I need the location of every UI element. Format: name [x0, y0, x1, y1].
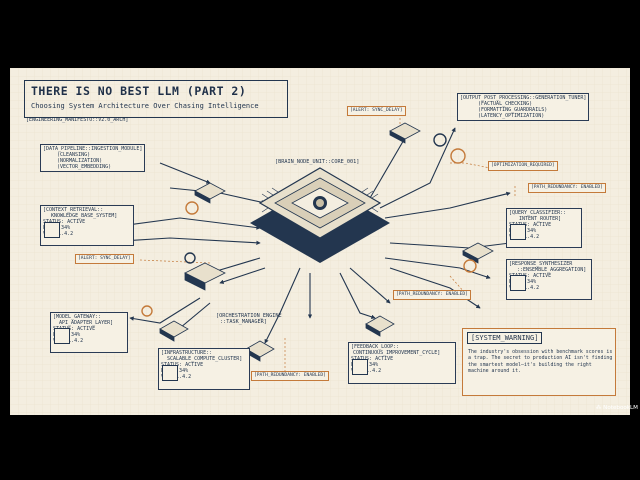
model-gateway-name-2: API_ADAPTER_LAYER]	[59, 320, 114, 326]
alert-path-right: [PATH_REDUNDANCY: ENABLED]	[528, 183, 606, 193]
data-pipeline-item: (VECTOR_EMBEDDING)	[57, 164, 112, 170]
database-icon	[510, 275, 526, 291]
context-retrieval-module: [CONTEXT_RETRIEVAL:: KNOWLEDGE_BASE_SYST…	[40, 205, 134, 246]
title-box: THERE IS NO BEST LLM (PART 2) Choosing S…	[24, 80, 288, 118]
server-icon	[54, 328, 70, 344]
network-icon	[510, 224, 526, 240]
context-retrieval-name-2: KNOWLEDGE_BASE_SYSTEM]	[51, 213, 118, 219]
sparkle-icon: ⁂	[595, 405, 602, 411]
output-post-module: [OUTPUT_POST_PROCESSING::GENERATION_TUNE…	[457, 93, 590, 121]
refresh-icon	[352, 359, 368, 375]
infrastructure-name-2: SCALABLE_COMPUTE_CLUSTER]	[167, 356, 243, 362]
alert-sync-left: [ALERT: SYNC_DELAY]	[75, 254, 134, 264]
small-chips	[159, 122, 494, 362]
data-pipeline-item: (CLEANSING)	[57, 152, 91, 158]
core-chip	[250, 167, 390, 263]
system-warning-body: The industry's obsession with benchmark …	[468, 349, 613, 374]
orchestration-module: [ORCHESTRATION_ENGINE ::TASK_MANAGER]	[216, 313, 282, 326]
response-synth-module: [RESPONSE_SYNTHESIZER ::ENSEMBLE_AGGREGA…	[506, 259, 592, 300]
alert-sync-top: [ALERT: SYNC_DELAY]	[347, 106, 406, 116]
status-text: STATUS: ACTIVE	[53, 326, 96, 332]
output-post-name: [OUTPUT_POST_PROCESSING::GENERATION_TUNE…	[460, 95, 587, 101]
context-retrieval-name: [CONTEXT_RETRIEVAL::	[43, 207, 104, 213]
manifesto-label: [ENGINEERING_MANIFESTO::V2.0_ARCH]	[26, 117, 129, 123]
gear-icons	[141, 133, 477, 317]
query-classifier-module: [QUERY_CLASSIFIER:: INTENT_ROUTER] STATU…	[506, 208, 582, 248]
response-synth-name-2: ::ENSEMBLE_AGGREGATION]	[517, 267, 587, 273]
status-text: STATUS: ACTIVE	[351, 356, 394, 362]
notebooklm-watermark: ⁂ NotebookLM	[596, 405, 638, 411]
cloud-icon	[162, 365, 178, 381]
feedback-loop-module: [FEEDBACK_LOOP:: CONTINUOUS_IMPROVEMENT_…	[348, 342, 456, 384]
core-label: [BRAIN_NODE_UNIT::CORE_001]	[275, 159, 360, 165]
system-warning-panel: [SYSTEM_WARNING] The industry's obsessio…	[462, 328, 616, 396]
infrastructure-module: [INFRASTRUCTURE:: SCALABLE_COMPUTE_CLUST…	[158, 348, 250, 390]
watermark-text: NotebookLM	[603, 405, 638, 411]
feedback-name-2: CONTINUOUS_IMPROVEMENT_CYCLE]	[353, 350, 441, 356]
page-subtitle: Choosing System Architecture Over Chasin…	[31, 102, 259, 110]
alert-path-bottom: [PATH_REDUNDANCY: ENABLED]	[251, 371, 329, 381]
system-warning-title: [SYSTEM_WARNING]	[467, 332, 543, 344]
alert-path-mid: [PATH_REDUNDANCY: ENABLED]	[393, 290, 471, 300]
data-pipeline-name: [DATA_PIPELINE::INGESTION_MODULE]	[43, 146, 143, 152]
orchestration-name-2: ::TASK_MANAGER]	[220, 319, 267, 326]
model-gateway-name: [MODEL_GATEWAY::	[53, 314, 102, 320]
data-pipeline-item: (NORMALIZATION)	[57, 158, 103, 164]
data-pipeline-module: [DATA_PIPELINE::INGESTION_MODULE] (CLEAN…	[40, 144, 146, 172]
status-text: STATUS: ACTIVE	[509, 222, 552, 228]
diagram-card: THERE IS NO BEST LLM (PART 2) Choosing S…	[10, 68, 630, 415]
response-synth-name: [RESPONSE_SYNTHESIZER	[509, 261, 573, 267]
status-text: STATUS: ACTIVE	[509, 273, 552, 279]
output-post-item: (FACTUAL_CHECKING)	[478, 101, 533, 107]
status-text: STATUS: ACTIVE	[161, 362, 204, 368]
feedback-name: [FEEDBACK_LOOP::	[351, 344, 400, 350]
page-title: THERE IS NO BEST LLM (PART 2)	[31, 84, 247, 98]
infrastructure-name: [INFRASTRUCTURE::	[161, 350, 213, 356]
model-gateway-module: [MODEL_GATEWAY:: API_ADAPTER_LAYER] STAT…	[50, 312, 128, 353]
query-classifier-name: [QUERY_CLASSIFIER::	[509, 210, 567, 216]
alert-optimization: [OPTIMIZATION_REQUIRED]	[488, 161, 558, 171]
output-post-item: (FORMATTING_GUARDRAILS)	[478, 107, 548, 113]
status-text: STATUS: ACTIVE	[43, 219, 86, 225]
orchestration-name: [ORCHESTRATION_ENGINE	[216, 313, 282, 319]
output-post-item: (LATENCY_OPTIMIZATION)	[478, 113, 545, 119]
database-icon	[44, 222, 60, 238]
query-classifier-name-2: INTENT_ROUTER]	[519, 216, 562, 222]
